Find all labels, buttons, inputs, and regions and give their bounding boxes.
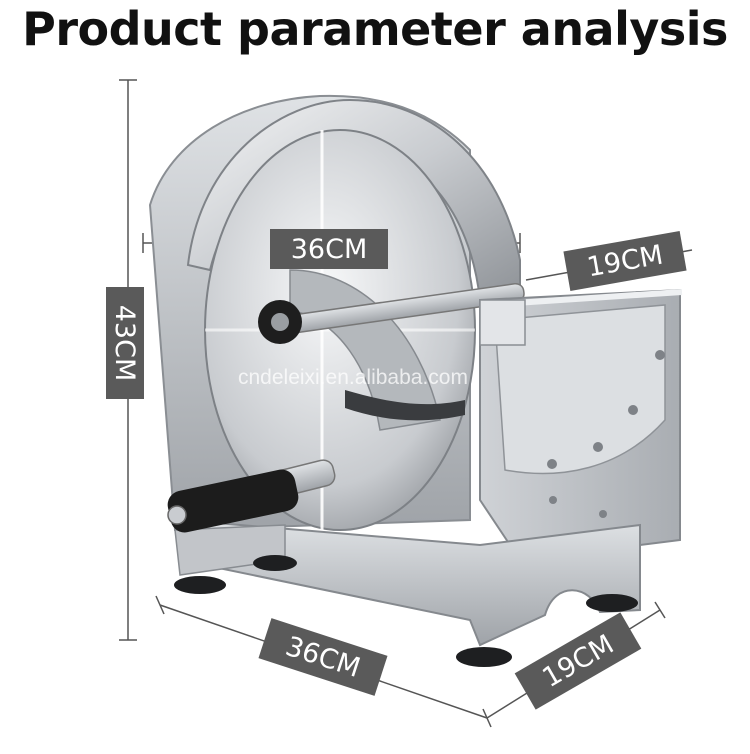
crank-handle — [167, 469, 299, 533]
page-title: Product parameter analysis — [22, 2, 728, 56]
height-label: 43CM — [106, 287, 144, 399]
cutter-teeth — [345, 390, 465, 421]
rubber-feet — [174, 555, 638, 667]
top-width-label: 36CM — [270, 229, 388, 269]
watermark-text: cndeleixi.en.alibaba.com — [238, 366, 468, 389]
